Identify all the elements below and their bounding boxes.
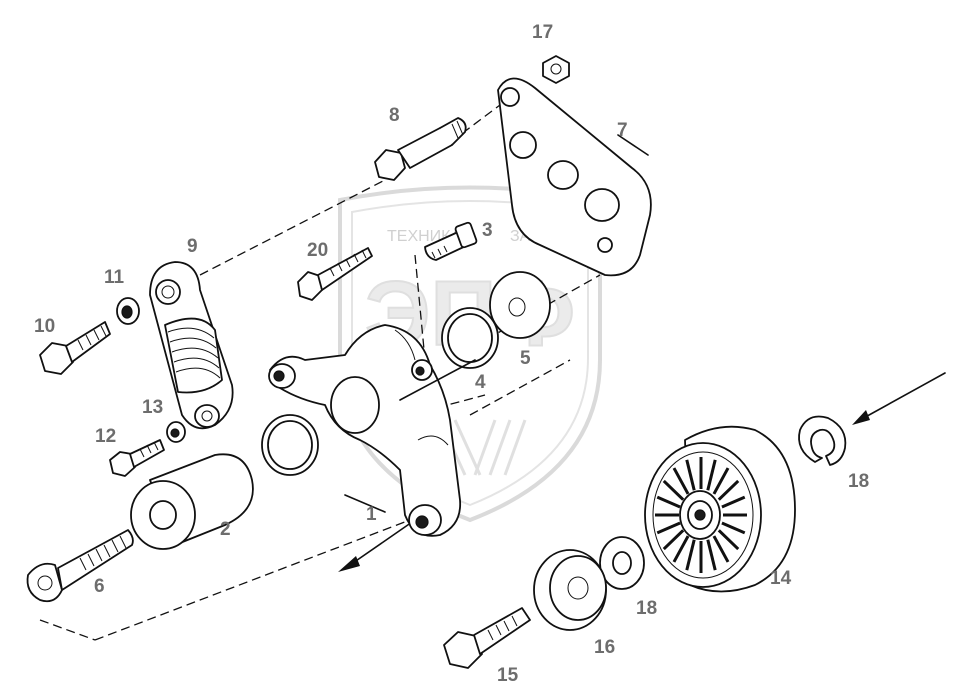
- callout-3: 3: [482, 220, 493, 241]
- part-11-washer: [116, 297, 140, 325]
- part-7-bracket: [497, 77, 652, 277]
- pulley-spoke: [656, 495, 681, 509]
- direction-arrows: [338, 372, 946, 572]
- pulley-spoke: [662, 479, 685, 501]
- callout-12: 12: [95, 426, 116, 447]
- callout-14: 14: [770, 568, 792, 589]
- part-3-pin: [424, 221, 478, 261]
- callout-11: 11: [104, 267, 125, 288]
- part-16-cover: [533, 549, 607, 631]
- part-2-bushing: [130, 453, 254, 550]
- callout-4: 4: [475, 372, 486, 393]
- callout-18-ring: 18: [848, 471, 869, 492]
- part-17-nut: [542, 55, 570, 84]
- callout-18-washer: 18: [636, 598, 657, 619]
- callout-5: 5: [520, 348, 531, 369]
- part-12-bolt: [109, 439, 165, 477]
- callout-2: 2: [220, 519, 231, 540]
- part-20-bolt: [297, 247, 373, 301]
- callout-16: 16: [594, 637, 615, 658]
- part-18-snap-ring: [798, 415, 847, 466]
- pulley-spoke: [712, 467, 730, 495]
- pulley-spokes: [655, 457, 747, 573]
- pulley-spoke: [672, 467, 690, 495]
- callout-6: 6: [94, 576, 105, 597]
- part-4-seal: [441, 307, 499, 369]
- pulley-spoke: [656, 521, 681, 535]
- part-1-arm: [268, 324, 462, 537]
- callout-7: 7: [617, 120, 628, 141]
- callout-15: 15: [497, 665, 519, 686]
- pulley-spoke: [672, 535, 690, 563]
- part-5-washer: [489, 271, 551, 339]
- pulley-spoke: [717, 529, 740, 551]
- pulley-spoke: [706, 459, 717, 491]
- part-seal-ring: [261, 414, 319, 476]
- part-18-washer: [599, 536, 645, 590]
- pulley-spoke: [721, 521, 746, 535]
- pulley-spoke: [662, 529, 685, 551]
- pulley-spoke: [717, 479, 740, 501]
- callout-17: 17: [532, 22, 553, 43]
- part-6-bolt: [26, 529, 134, 603]
- pulley-spoke: [685, 459, 696, 491]
- callout-1: 1: [366, 504, 377, 525]
- pulley-spoke: [706, 539, 717, 571]
- part-9-damper: [149, 261, 234, 430]
- part-14-pulley: [644, 425, 796, 593]
- callout-8: 8: [389, 105, 400, 126]
- callout-20: 20: [307, 240, 328, 261]
- pulley-spoke: [712, 535, 730, 563]
- callout-13: 13: [142, 397, 163, 418]
- part-15-bolt: [443, 607, 531, 669]
- callout-9: 9: [187, 236, 198, 257]
- part-10-bolt: [39, 321, 111, 375]
- pulley-spoke: [685, 539, 696, 571]
- part-13-washer: [166, 421, 186, 443]
- callout-numbers: 1 2 3 4 5 6 7 8 9 10 11 12 13 14 15 16 1…: [34, 22, 869, 686]
- leader-lines: [344, 134, 649, 513]
- part-8-stud: [374, 117, 467, 181]
- pulley-spoke: [721, 495, 746, 509]
- callout-10: 10: [34, 316, 55, 337]
